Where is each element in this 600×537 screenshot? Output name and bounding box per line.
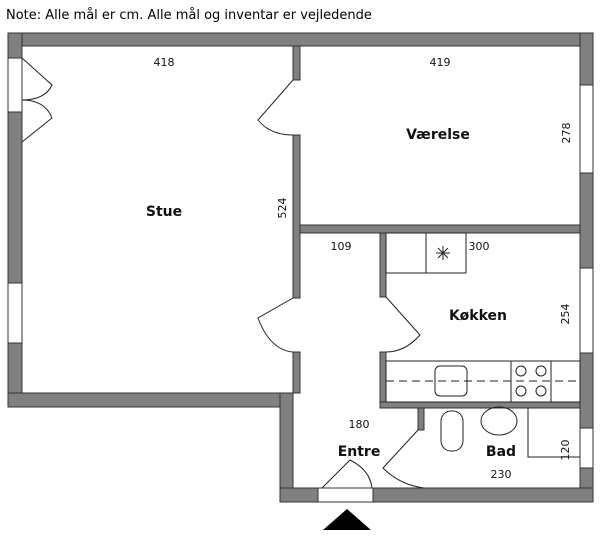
dim-vaerelse-width: 419 bbox=[430, 56, 451, 69]
window-vaerelse bbox=[579, 84, 594, 174]
door-bad bbox=[382, 429, 425, 489]
kitchen-cabinet bbox=[385, 232, 427, 274]
plan-note: Note: Alle mål er cm. Alle mål og invent… bbox=[6, 8, 372, 23]
room-label-vaerelse: Værelse bbox=[406, 127, 470, 143]
door-koekken bbox=[385, 296, 421, 353]
dim-entre-width: 109 bbox=[331, 240, 352, 253]
washbasin-icon bbox=[480, 406, 518, 436]
burner-icon bbox=[515, 385, 527, 397]
room-label-bad: Bad bbox=[486, 444, 516, 460]
wall-koekken-left-1 bbox=[379, 232, 387, 298]
dim-stue-width: 418 bbox=[154, 56, 175, 69]
window-stue-1 bbox=[7, 57, 23, 113]
dim-entre-depth: 180 bbox=[349, 418, 370, 431]
wall-bad-top bbox=[379, 401, 581, 409]
entrance-door-opening bbox=[317, 487, 374, 503]
wall-koekken-left-2 bbox=[379, 351, 387, 409]
dim-koekken-depth: 254 bbox=[559, 304, 572, 325]
door-entrance bbox=[321, 459, 373, 489]
burner-icon bbox=[515, 365, 527, 377]
dim-stue-depth: 524 bbox=[276, 198, 289, 219]
dim-koekken-width: 300 bbox=[469, 240, 490, 253]
wall-bad-left bbox=[417, 407, 425, 431]
shower-area bbox=[527, 408, 580, 458]
dim-bad-width: 230 bbox=[491, 468, 512, 481]
window-stue-2 bbox=[7, 282, 23, 344]
sink-icon bbox=[434, 365, 468, 397]
wall-vaerelse-bottom bbox=[299, 224, 581, 234]
door-vaerelse bbox=[257, 79, 294, 136]
room-label-entre: Entre bbox=[338, 444, 381, 460]
dim-vaerelse-depth: 278 bbox=[560, 123, 573, 144]
light-icon bbox=[436, 246, 450, 260]
room-label-stue: Stue bbox=[146, 204, 182, 220]
entrance-arrow-icon bbox=[323, 509, 371, 530]
wall-top bbox=[7, 32, 594, 47]
toilet-icon bbox=[440, 410, 464, 452]
wall-stue-partition-3 bbox=[292, 351, 301, 394]
door-stue-entre bbox=[257, 297, 294, 353]
wall-stue-bottom bbox=[7, 392, 294, 408]
burner-icon bbox=[535, 365, 547, 377]
window-koekken bbox=[579, 267, 594, 354]
dim-bad-depth: 120 bbox=[559, 440, 572, 461]
door-stue-balcony bbox=[21, 57, 53, 143]
wall-stue-partition-2 bbox=[292, 134, 301, 299]
room-label-koekken: Køkken bbox=[449, 308, 507, 324]
window-bad bbox=[579, 427, 594, 469]
burner-icon bbox=[535, 385, 547, 397]
kitchen-fridge bbox=[425, 232, 467, 274]
wall-entre-left bbox=[279, 392, 294, 503]
wall-stue-partition-1 bbox=[292, 45, 301, 81]
